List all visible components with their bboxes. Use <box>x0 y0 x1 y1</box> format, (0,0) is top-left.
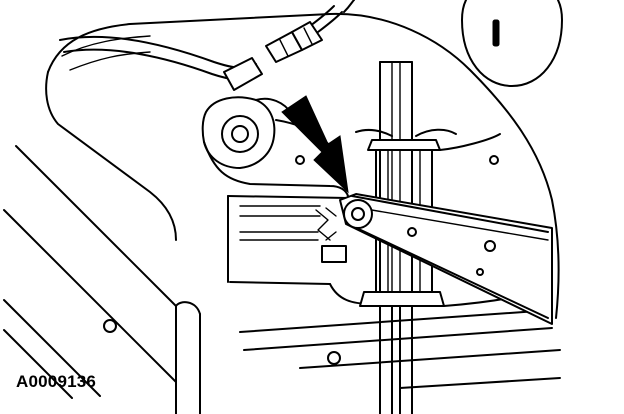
regulator-slider-block <box>355 128 521 307</box>
regulator-backplate <box>203 119 441 305</box>
figure-id-label: A0009136 <box>16 372 97 391</box>
harness-connector <box>223 21 323 91</box>
inset-detail-circle <box>461 0 563 87</box>
door-sill-lines <box>3 145 201 414</box>
door-panel-outline <box>45 12 560 319</box>
arm-pivot-rivet <box>343 199 373 229</box>
panel-holes <box>103 155 499 365</box>
bracket-break-mark <box>315 207 337 241</box>
mounting-boss <box>201 96 293 169</box>
door-frame-lines <box>239 309 561 389</box>
callout-arrow <box>281 95 349 194</box>
